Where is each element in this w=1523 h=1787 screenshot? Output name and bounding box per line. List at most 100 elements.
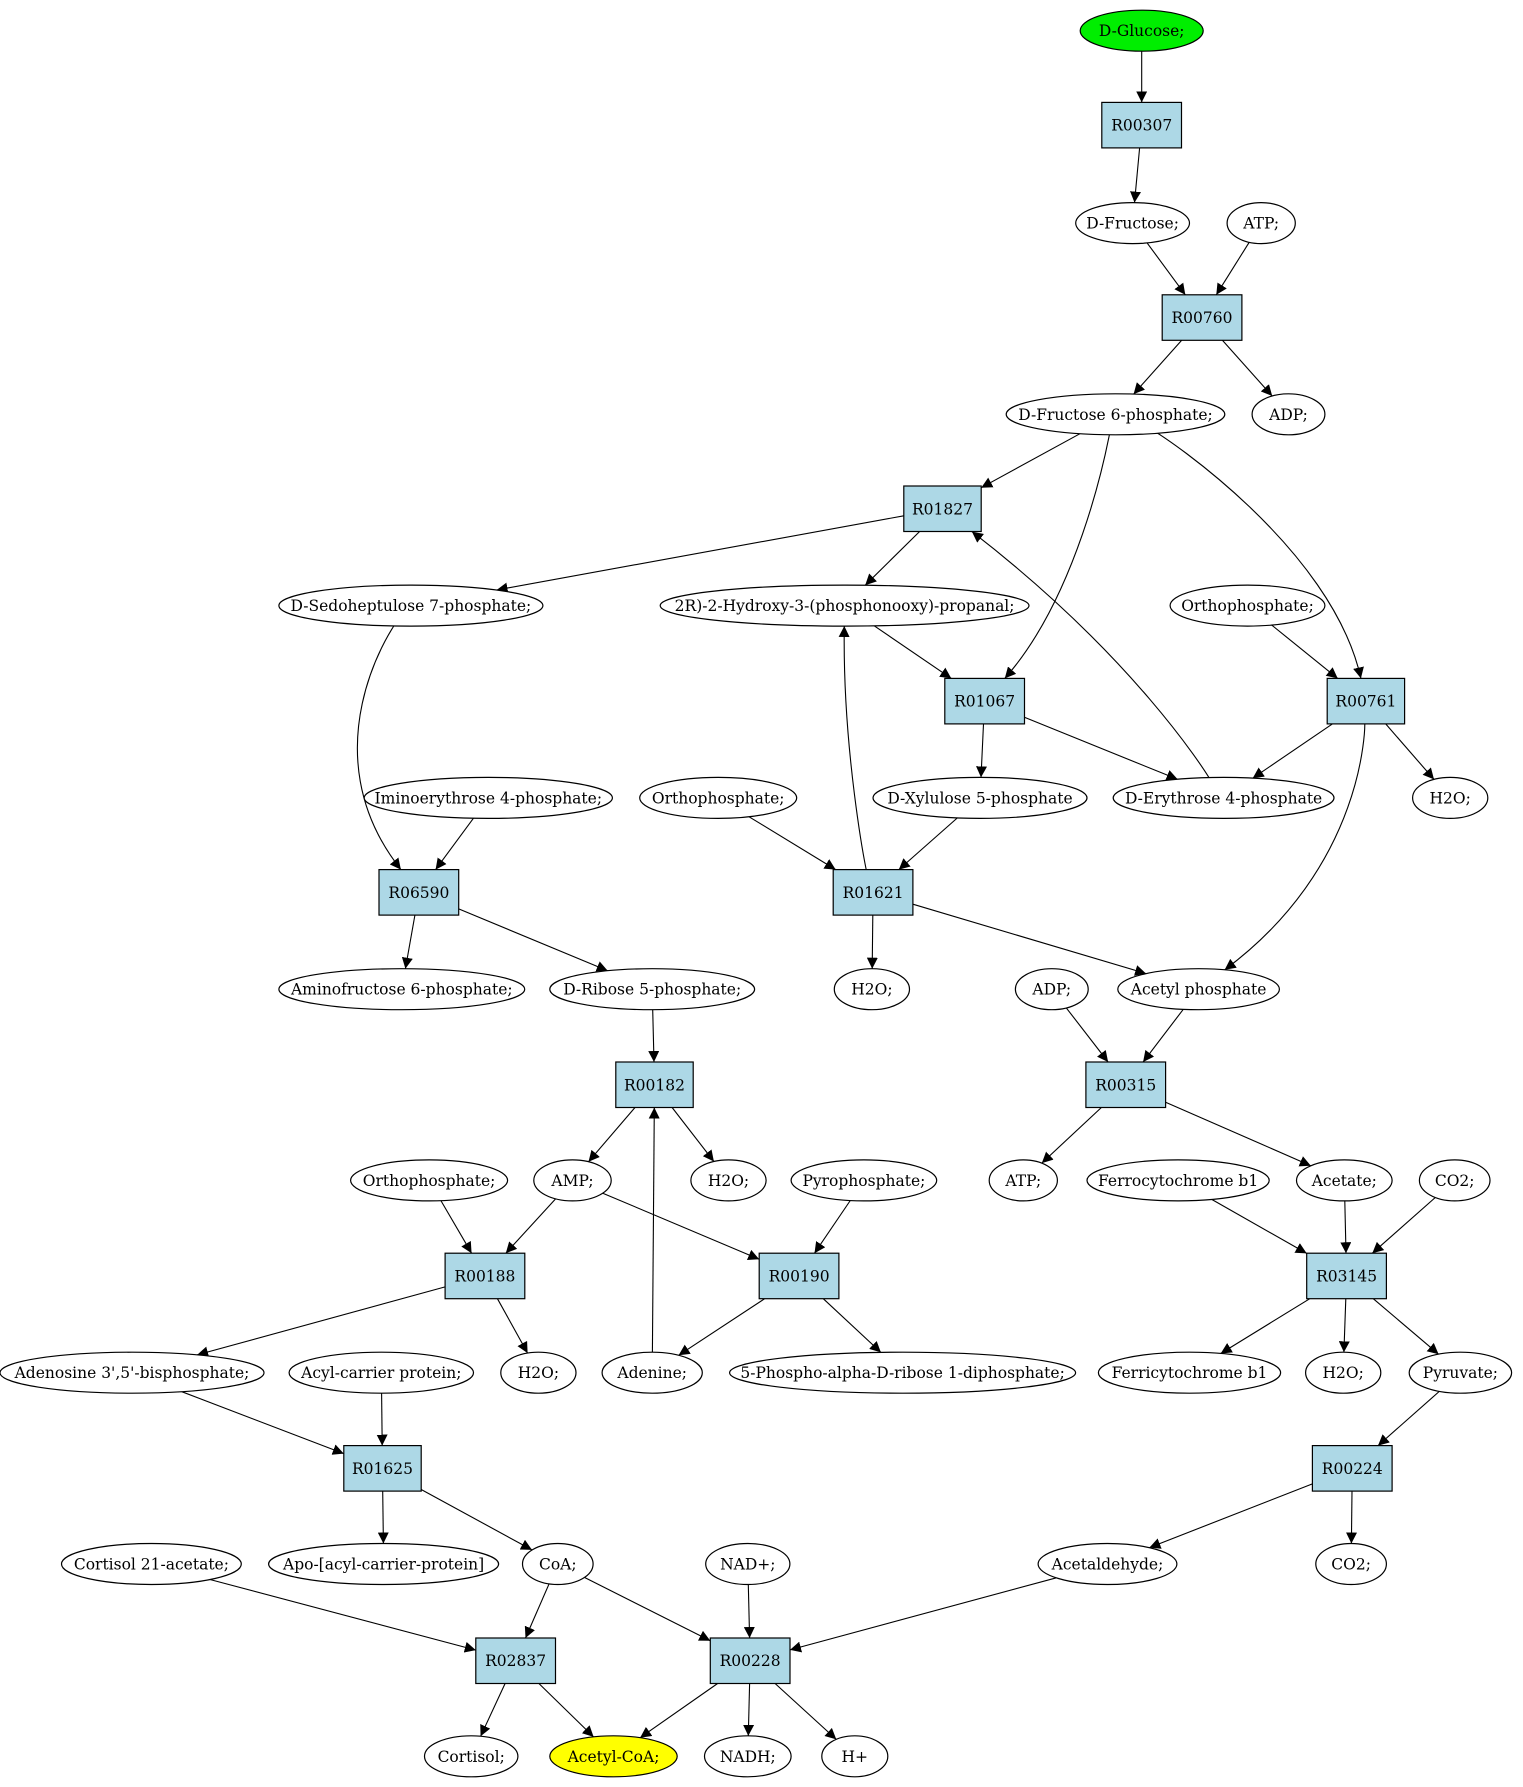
compound-node-h2o3[interactable]: H2O; xyxy=(690,1159,767,1202)
compound-node-acoa[interactable]: Acetyl-CoA; xyxy=(549,1735,678,1778)
reaction-label: R06590 xyxy=(388,884,449,902)
compound-label: D-Sedoheptulose 7-phosphate; xyxy=(291,597,532,615)
edge-r_R00182-to-c_h2o3 xyxy=(671,1107,715,1162)
edge-r_R03145-to-c_h2o5 xyxy=(1338,1298,1350,1353)
edge-r_R00761-to-c_h2o1 xyxy=(1385,723,1435,780)
reaction-node-R06590[interactable]: R06590 xyxy=(378,868,460,916)
reaction-box xyxy=(615,1061,694,1109)
reaction-node-R02837[interactable]: R02837 xyxy=(475,1637,557,1685)
compound-node-ferri[interactable]: Ferricytochrome b1 xyxy=(1097,1351,1282,1394)
compound-node-pi1[interactable]: Orthophosphate; xyxy=(1169,584,1326,627)
reaction-box xyxy=(903,485,982,533)
compound-node-atp2[interactable]: ATP; xyxy=(988,1159,1059,1202)
edge-c_pi1-to-r_R00761 xyxy=(1271,624,1339,679)
compound-node-s7p[interactable]: D-Sedoheptulose 7-phosphate; xyxy=(278,584,544,627)
reaction-node-R00188[interactable]: R00188 xyxy=(444,1252,526,1300)
compound-node-h2o2[interactable]: H2O; xyxy=(833,968,911,1011)
compound-label: Pyruvate; xyxy=(1423,1364,1498,1382)
compound-node-acald[interactable]: Acetaldehyde; xyxy=(1037,1542,1178,1586)
edge-r_R01067-to-c_e4p xyxy=(1024,716,1178,781)
compound-node-h2o4[interactable]: H2O; xyxy=(500,1351,577,1394)
compound-node-adenine[interactable]: Adenine; xyxy=(601,1351,703,1394)
compound-ellipse xyxy=(659,584,1030,627)
compound-node-pi2[interactable]: Orthophosphate; xyxy=(639,776,798,820)
compound-node-ie4p[interactable]: Iminoerythrose 4-phosphate; xyxy=(363,776,613,820)
compound-ellipse xyxy=(1411,776,1489,820)
edge-r_R01827-to-c_s7p xyxy=(496,515,904,594)
compound-label: Acetaldehyde; xyxy=(1051,1556,1164,1574)
compound-node-ferro[interactable]: Ferrocytochrome b1 xyxy=(1086,1159,1270,1202)
compound-node-fructose[interactable]: D-Fructose; xyxy=(1075,202,1191,245)
reaction-node-R00228[interactable]: R00228 xyxy=(709,1637,791,1685)
compound-label: Cortisol 21-acetate; xyxy=(74,1556,229,1574)
reaction-box xyxy=(444,1252,526,1300)
compound-label: AMP; xyxy=(550,1172,593,1190)
compound-label: D-Fructose; xyxy=(1086,215,1179,233)
edge-c_fructose-to-r_R00760 xyxy=(1146,242,1186,296)
compound-node-cortisol[interactable]: Cortisol; xyxy=(423,1735,519,1778)
reaction-node-R00315[interactable]: R00315 xyxy=(1085,1061,1167,1109)
reaction-node-R00190[interactable]: R00190 xyxy=(758,1252,840,1300)
compound-node-e4p[interactable]: D-Erythrose 4-phosphate xyxy=(1112,776,1335,820)
edge-c_nad-to-r_R00228 xyxy=(743,1584,755,1639)
reaction-label: R01625 xyxy=(352,1460,413,1478)
compound-node-pyruvate[interactable]: Pyruvate; xyxy=(1408,1351,1513,1394)
edge-r_R00224-to-c_acald xyxy=(1149,1483,1313,1549)
compound-node-f6p[interactable]: D-Fructose 6-phosphate; xyxy=(1005,393,1226,436)
compound-node-r5p[interactable]: D-Ribose 5-phosphate; xyxy=(549,968,756,1011)
compound-node-a35bp[interactable]: Adenosine 3',5'-bisphosphate; xyxy=(0,1351,265,1394)
reaction-node-R00182[interactable]: R00182 xyxy=(615,1061,694,1109)
reaction-node-R01067[interactable]: R01067 xyxy=(944,677,1026,725)
compound-label: Ferrocytochrome b1 xyxy=(1098,1172,1258,1190)
compound-ellipse xyxy=(278,584,544,627)
compound-ellipse xyxy=(423,1735,519,1778)
compound-node-acylcp[interactable]: Acyl-carrier protein; xyxy=(288,1351,475,1394)
edge-c_x5p-to-r_R01621 xyxy=(898,817,958,871)
compound-node-co2a[interactable]: CO2; xyxy=(1418,1159,1491,1202)
compound-node-nad[interactable]: NAD+; xyxy=(705,1542,791,1586)
compound-node-coa[interactable]: CoA; xyxy=(521,1542,594,1586)
edge-c_atp1-to-r_R00760 xyxy=(1215,242,1250,296)
reaction-node-R01621[interactable]: R01621 xyxy=(832,868,914,916)
compound-node-co2b[interactable]: CO2; xyxy=(1315,1542,1387,1586)
compound-node-ppi[interactable]: Pyrophosphate; xyxy=(790,1159,938,1202)
compound-node-adp2[interactable]: ADP; xyxy=(1014,968,1089,1011)
compound-node-af6p[interactable]: Aminofructose 6-phosphate; xyxy=(278,968,526,1011)
edge-r_R01621-to-c_h2o2 xyxy=(866,915,878,969)
compound-label: ADP; xyxy=(1268,406,1308,424)
compound-node-apoacp[interactable]: Apo-[acyl-carrier-protein] xyxy=(268,1542,500,1586)
compound-node-prpp[interactable]: 5-Phospho-alpha-D-ribose 1-diphosphate; xyxy=(728,1351,1077,1394)
compound-ellipse xyxy=(1097,1351,1282,1394)
compound-node-amp[interactable]: AMP; xyxy=(533,1159,612,1202)
compound-node-h2o1[interactable]: H2O; xyxy=(1411,776,1489,820)
compound-node-acp[interactable]: Acetyl phosphate xyxy=(1117,968,1280,1011)
compound-node-x5p[interactable]: D-Xylulose 5-phosphate xyxy=(872,776,1088,820)
compound-node-glucose[interactable]: D-Glucose; xyxy=(1079,9,1204,52)
reaction-node-R03145[interactable]: R03145 xyxy=(1306,1252,1387,1300)
compound-node-nadh[interactable]: NADH; xyxy=(703,1735,792,1778)
compound-label: CO2; xyxy=(1435,1172,1475,1190)
reaction-node-R01625[interactable]: R01625 xyxy=(343,1444,422,1492)
compound-node-pi3[interactable]: Orthophosphate; xyxy=(350,1159,509,1202)
compound-node-acetate[interactable]: Acetate; xyxy=(1295,1159,1393,1202)
reaction-node-R00760[interactable]: R00760 xyxy=(1161,294,1243,341)
compound-node-adp1[interactable]: ADP; xyxy=(1251,393,1326,436)
edge-r_R00761-to-c_acp xyxy=(1224,723,1366,971)
compound-label: D-Erythrose 4-phosphate xyxy=(1125,789,1322,807)
edge-r_R00190-to-c_adenine xyxy=(678,1298,765,1356)
compound-node-hpp[interactable]: 2R)-2-Hydroxy-3-(phosphonooxy)-propanal; xyxy=(659,584,1030,627)
compound-ellipse xyxy=(601,1351,703,1394)
compound-node-atp1[interactable]: ATP; xyxy=(1226,202,1296,245)
reaction-node-R00307[interactable]: R00307 xyxy=(1101,101,1183,149)
reaction-node-R01827[interactable]: R01827 xyxy=(903,485,982,533)
compound-node-h2o5[interactable]: H2O; xyxy=(1304,1351,1382,1394)
compound-label: Acetyl phosphate xyxy=(1130,981,1267,999)
edge-r_R01067-to-c_x5p xyxy=(976,723,988,778)
compound-ellipse xyxy=(268,1542,500,1586)
reaction-node-R00761[interactable]: R00761 xyxy=(1326,677,1406,725)
compound-label: Orthophosphate; xyxy=(652,789,785,807)
compound-node-cortac[interactable]: Cortisol 21-acetate; xyxy=(60,1542,242,1586)
compound-node-hplus[interactable]: H+ xyxy=(821,1735,889,1778)
edge-c_coa-to-r_R02837 xyxy=(524,1583,550,1639)
reaction-node-R00224[interactable]: R00224 xyxy=(1311,1444,1393,1492)
